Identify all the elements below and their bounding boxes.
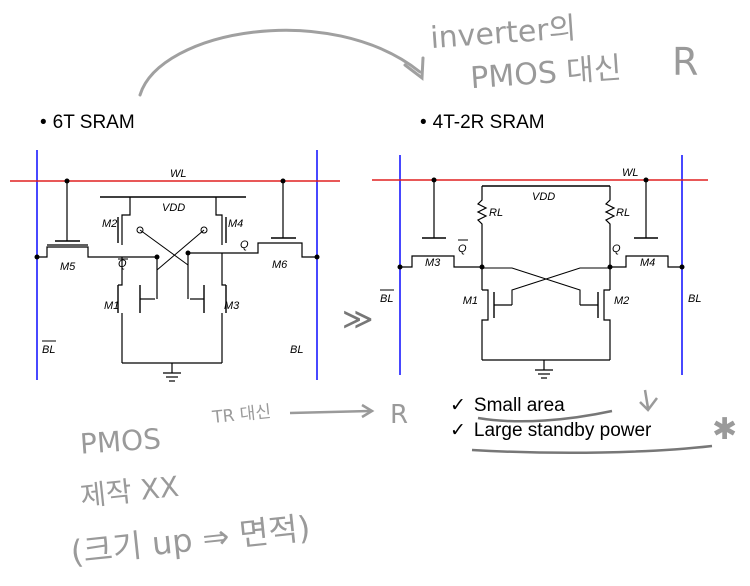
arc-arrow: [138, 28, 422, 97]
checklist-text: Small area: [473, 394, 565, 416]
label-m1: M1: [104, 300, 119, 312]
label-m2-4t: M2: [614, 295, 629, 307]
circuit-4t2r-sram: WL VDD RL RL M3 Q M4 Q M1 M2 BL BL: [372, 155, 708, 379]
note-r: R: [672, 40, 699, 84]
tr-arrow-head: [361, 403, 375, 419]
note-r-small: R: [390, 400, 409, 430]
label-wl-4t: WL: [622, 167, 639, 179]
label-m6: M6: [272, 259, 288, 271]
label-q-4t: Q: [612, 243, 621, 255]
check-icon: ✓: [450, 395, 466, 416]
checklist-item-small-area: ✓ Small area: [450, 394, 651, 417]
label-wl-6t: WL: [170, 168, 187, 180]
checklist: ✓ Small area ✓ Large standby power: [450, 394, 651, 442]
resistor-left: [476, 186, 488, 254]
label-m5: M5: [60, 261, 76, 273]
label-vdd-4t: VDD: [532, 191, 555, 203]
label-bl-4t: BL: [688, 293, 701, 305]
label-m4-4t: M4: [640, 257, 655, 269]
label-bl-bar-4t: BL: [380, 293, 393, 305]
down-arrow: [639, 389, 658, 412]
underline-small-area: [477, 409, 613, 423]
label-m2: M2: [102, 218, 117, 230]
title-text: 6T SRAM: [52, 112, 135, 133]
label-bl-bar-6t: BL: [42, 344, 55, 356]
label-q-6t: Q: [240, 239, 249, 251]
checklist-item-standby-power: ✓ Large standby power: [450, 419, 651, 442]
label-q-bar-4t: Q: [458, 243, 467, 255]
circuit-6t-sram: WL M5 M6 VDD M2 Q M1 M4 Q M3: [10, 150, 340, 382]
title-text: 4T-2R SRAM: [432, 112, 545, 133]
note-pmos: PMOS: [78, 422, 162, 461]
title-4t2r-sram: • 4T-2R SRAM: [420, 112, 545, 134]
chevron-right-icon: ≫: [342, 303, 374, 336]
label-m3: M3: [224, 300, 240, 312]
label-bl-6t: BL: [290, 344, 303, 356]
resistor-right: [604, 186, 616, 254]
label-m4: M4: [228, 218, 243, 230]
title-6t-sram: • 6T SRAM: [40, 112, 135, 134]
label-rl-left: RL: [489, 207, 503, 219]
label-vdd-6t: VDD: [162, 202, 185, 214]
checklist-text: Large standby power: [473, 419, 652, 441]
bullet: •: [40, 112, 47, 133]
tr-arrow: [289, 409, 371, 415]
check-icon: ✓: [450, 420, 466, 441]
bullet: •: [420, 112, 427, 133]
underline-standby: [471, 444, 713, 455]
arc-arrow-head: [403, 56, 425, 81]
label-m1-4t: M1: [463, 295, 478, 307]
label-rl-right: RL: [616, 207, 630, 219]
star-icon: ✱: [712, 412, 738, 447]
label-m3-4t: M3: [425, 257, 441, 269]
